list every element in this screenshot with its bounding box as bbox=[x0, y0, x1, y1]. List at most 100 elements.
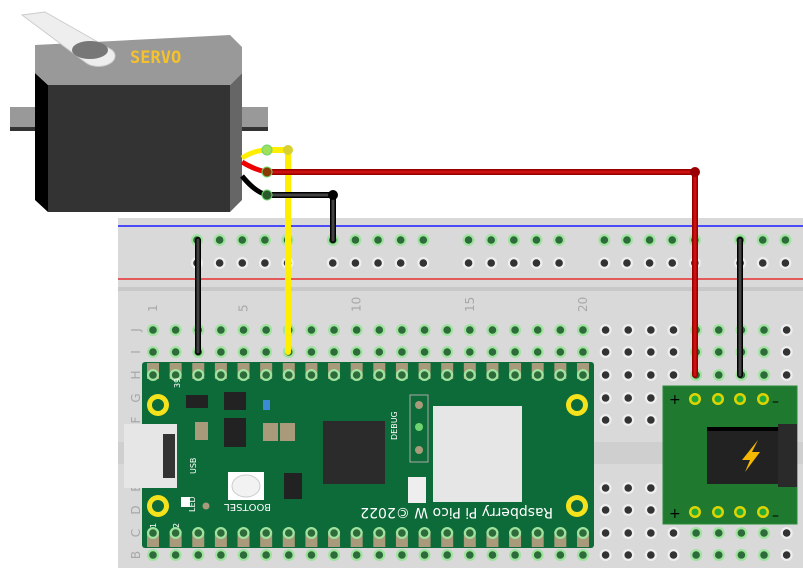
breadboard-hole[interactable] bbox=[169, 324, 182, 336]
breadboard-hole[interactable] bbox=[441, 549, 454, 561]
breadboard-hole[interactable] bbox=[667, 324, 680, 336]
breadboard-hole[interactable] bbox=[758, 549, 771, 561]
breadboard-hole[interactable] bbox=[258, 234, 271, 246]
breadboard-hole[interactable] bbox=[395, 324, 408, 336]
breadboard-hole[interactable] bbox=[147, 346, 159, 358]
breadboard-hole[interactable] bbox=[236, 257, 249, 269]
breadboard-hole[interactable] bbox=[394, 257, 407, 269]
breadboard-hole[interactable] bbox=[780, 346, 793, 358]
breadboard-hole[interactable] bbox=[485, 257, 498, 269]
breadboard-hole[interactable] bbox=[305, 346, 318, 358]
breadboard-hole[interactable] bbox=[643, 257, 656, 269]
breadboard-hole[interactable] bbox=[599, 527, 612, 539]
breadboard-hole[interactable] bbox=[758, 369, 771, 381]
breadboard-hole[interactable] bbox=[372, 257, 385, 269]
breadboard-hole[interactable] bbox=[667, 549, 680, 561]
breadboard-hole[interactable] bbox=[712, 369, 725, 381]
breadboard-hole[interactable] bbox=[462, 257, 475, 269]
breadboard-hole[interactable] bbox=[643, 234, 656, 246]
breadboard-hole[interactable] bbox=[530, 234, 543, 246]
breadboard-hole[interactable] bbox=[622, 414, 635, 426]
breadboard-hole[interactable] bbox=[622, 324, 635, 336]
breadboard-hole[interactable] bbox=[486, 346, 499, 358]
breadboard-hole[interactable] bbox=[258, 257, 271, 269]
breadboard-hole[interactable] bbox=[236, 234, 249, 246]
breadboard-hole[interactable] bbox=[147, 324, 159, 336]
breadboard-hole[interactable] bbox=[690, 549, 703, 561]
breadboard-hole[interactable] bbox=[599, 324, 612, 336]
breadboard-hole[interactable] bbox=[667, 369, 680, 381]
breadboard-hole[interactable] bbox=[326, 257, 339, 269]
breadboard-hole[interactable] bbox=[712, 324, 725, 336]
breadboard-hole[interactable] bbox=[599, 504, 612, 516]
breadboard-hole[interactable] bbox=[418, 346, 431, 358]
breadboard-hole[interactable] bbox=[779, 257, 792, 269]
breadboard-hole[interactable] bbox=[395, 346, 408, 358]
breadboard-hole[interactable] bbox=[620, 257, 633, 269]
breadboard-hole[interactable] bbox=[554, 324, 567, 336]
breadboard-hole[interactable] bbox=[735, 527, 748, 539]
breadboard-hole[interactable] bbox=[463, 346, 476, 358]
breadboard-hole[interactable] bbox=[553, 234, 566, 246]
breadboard-hole[interactable] bbox=[373, 549, 386, 561]
breadboard-hole[interactable] bbox=[644, 414, 657, 426]
breadboard-hole[interactable] bbox=[576, 549, 589, 561]
breadboard-hole[interactable] bbox=[756, 257, 769, 269]
breadboard-hole[interactable] bbox=[576, 346, 589, 358]
breadboard-hole[interactable] bbox=[554, 549, 567, 561]
breadboard-hole[interactable] bbox=[758, 324, 771, 336]
breadboard-hole[interactable] bbox=[418, 324, 431, 336]
breadboard-hole[interactable] bbox=[260, 549, 273, 561]
breadboard-hole[interactable] bbox=[462, 234, 475, 246]
breadboard-hole[interactable] bbox=[237, 346, 250, 358]
breadboard-hole[interactable] bbox=[780, 324, 793, 336]
breadboard-hole[interactable] bbox=[712, 527, 725, 539]
breadboard-hole[interactable] bbox=[507, 234, 520, 246]
breadboard-hole[interactable] bbox=[780, 527, 793, 539]
breadboard-hole[interactable] bbox=[417, 234, 430, 246]
breadboard-hole[interactable] bbox=[350, 549, 363, 561]
breadboard-hole[interactable] bbox=[305, 549, 318, 561]
breadboard-hole[interactable] bbox=[214, 324, 227, 336]
breadboard-hole[interactable] bbox=[192, 549, 205, 561]
breadboard-hole[interactable] bbox=[147, 549, 159, 561]
breadboard-hole[interactable] bbox=[598, 234, 611, 246]
breadboard-hole[interactable] bbox=[260, 346, 273, 358]
breadboard-hole[interactable] bbox=[780, 549, 793, 561]
breadboard-hole[interactable] bbox=[531, 346, 544, 358]
breadboard-hole[interactable] bbox=[509, 324, 522, 336]
breadboard-hole[interactable] bbox=[666, 257, 679, 269]
breadboard-hole[interactable] bbox=[328, 324, 341, 336]
breadboard-hole[interactable] bbox=[644, 504, 657, 516]
breadboard-hole[interactable] bbox=[417, 257, 430, 269]
breadboard-hole[interactable] bbox=[644, 482, 657, 494]
breadboard-hole[interactable] bbox=[237, 324, 250, 336]
breadboard-hole[interactable] bbox=[441, 324, 454, 336]
breadboard-hole[interactable] bbox=[576, 324, 589, 336]
breadboard-hole[interactable] bbox=[735, 549, 748, 561]
breadboard-hole[interactable] bbox=[598, 257, 611, 269]
breadboard-hole[interactable] bbox=[530, 257, 543, 269]
breadboard-hole[interactable] bbox=[554, 346, 567, 358]
breadboard-hole[interactable] bbox=[418, 549, 431, 561]
breadboard-hole[interactable] bbox=[599, 392, 612, 404]
breadboard-hole[interactable] bbox=[644, 346, 657, 358]
breadboard-hole[interactable] bbox=[328, 346, 341, 358]
breadboard-hole[interactable] bbox=[214, 346, 227, 358]
breadboard-hole[interactable] bbox=[486, 549, 499, 561]
breadboard-hole[interactable] bbox=[213, 234, 226, 246]
breadboard-hole[interactable] bbox=[395, 549, 408, 561]
breadboard-hole[interactable] bbox=[599, 346, 612, 358]
breadboard-hole[interactable] bbox=[712, 346, 725, 358]
breadboard-hole[interactable] bbox=[667, 346, 680, 358]
breadboard-hole[interactable] bbox=[282, 549, 295, 561]
breadboard-hole[interactable] bbox=[349, 257, 362, 269]
breadboard-hole[interactable] bbox=[599, 369, 612, 381]
breadboard-hole[interactable] bbox=[350, 346, 363, 358]
breadboard-hole[interactable] bbox=[622, 346, 635, 358]
breadboard-hole[interactable] bbox=[599, 482, 612, 494]
breadboard-hole[interactable] bbox=[531, 549, 544, 561]
breadboard-hole[interactable] bbox=[756, 234, 769, 246]
breadboard-hole[interactable] bbox=[622, 392, 635, 404]
breadboard-hole[interactable] bbox=[712, 549, 725, 561]
